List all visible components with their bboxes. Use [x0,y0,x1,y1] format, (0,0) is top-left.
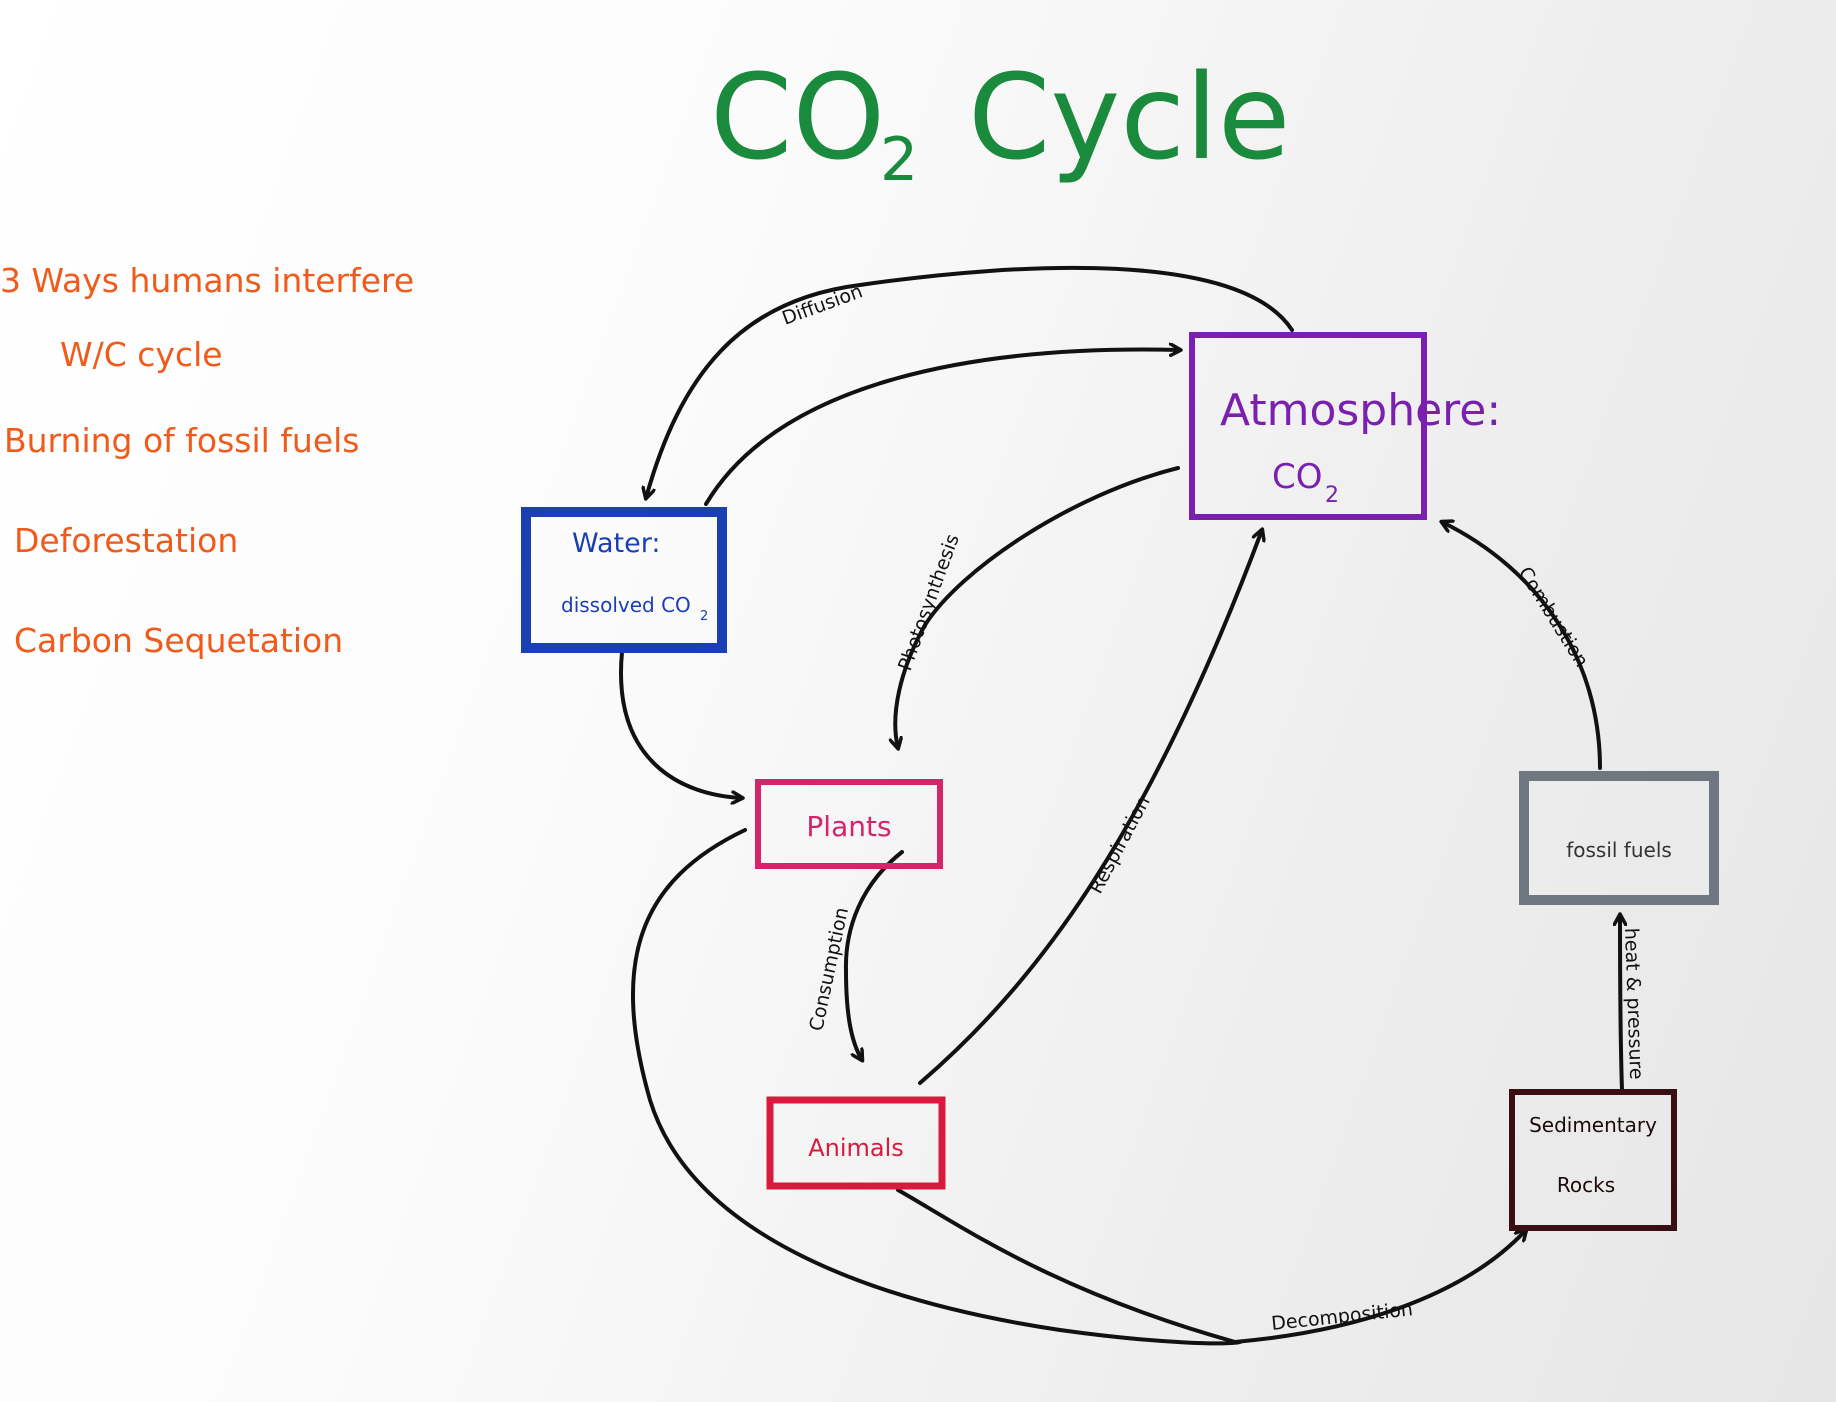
box-water: Water: dissolved CO 2 [521,507,727,653]
fossil-fuels-label: fossil fuels [1566,838,1672,862]
label-respiration: Respiration [1085,792,1155,897]
arrow-combustion [1442,522,1602,770]
animals-border [766,1096,946,1190]
arrow-water-to-plants [619,650,742,798]
human-interference-notes: 3 Ways humans interfere W/C cycle Burnin… [0,261,414,660]
notes-heading-line2: W/C cycle [60,335,223,374]
label-diffusion: Diffusion [779,280,865,329]
plants-label: Plants [806,810,891,843]
animals-label: Animals [808,1134,904,1162]
title-subscript: 2 [880,125,918,195]
title-cycle: Cycle [968,48,1290,186]
label-photosynthesis: Photosynthesis [894,531,964,674]
box-sedimentary-rocks: Sedimentary Rocks [1509,1089,1677,1231]
water-line2: dissolved CO [561,593,691,617]
sedimentary-rocks-line1: Sedimentary [1529,1113,1657,1137]
arrow-animals-to-decomposition [896,1188,1237,1344]
arrow-respiration [918,530,1262,1085]
water-line2-subscript: 2 [700,609,708,624]
arrow-heat-pressure [1620,915,1622,1092]
notes-item-3: Carbon Sequetation [14,621,343,660]
water-line1: Water: [572,528,660,559]
diagram-title: CO 2 Cycle [710,48,1290,195]
notes-item-1: Burning of fossil fuels [4,421,360,460]
arrow-plants-to-decomposition [631,828,1242,1346]
box-plants: Plants [755,779,943,869]
label-decomposition: Decomposition [1270,1298,1414,1335]
sedimentary-rocks-line2: Rocks [1557,1173,1615,1197]
fossil-fuels-border [1519,771,1719,905]
flow-arrows [619,265,1622,1346]
plants-border [755,779,943,869]
box-atmosphere: Atmosphere: CO 2 [1189,332,1501,520]
notes-heading-line1: 3 Ways humans interfere [0,261,414,300]
arrow-photosynthesis [895,466,1180,748]
arrow-decomposition [1233,1230,1526,1344]
water-border [521,507,727,653]
arrow-water-to-atmosphere [704,350,1180,506]
box-animals: Animals [766,1096,946,1190]
arrow-diffusion [646,265,1294,498]
atmosphere-border [1189,332,1427,520]
label-heat-pressure: heat & pressure [1620,927,1647,1079]
sedimentary-rocks-border [1509,1089,1677,1231]
atmosphere-line1: Atmosphere: [1220,385,1501,436]
label-combustion: Combustion [1514,563,1593,671]
atmosphere-line2: CO [1272,457,1323,497]
notes-item-2: Deforestation [14,521,238,560]
title-co: CO [710,48,885,186]
box-fossil-fuels: fossil fuels [1519,771,1719,905]
arrow-labels: Diffusion Photosynthesis Respiration Con… [779,280,1647,1335]
atmosphere-line2-subscript: 2 [1325,483,1339,508]
arrow-consumption [843,850,904,1060]
